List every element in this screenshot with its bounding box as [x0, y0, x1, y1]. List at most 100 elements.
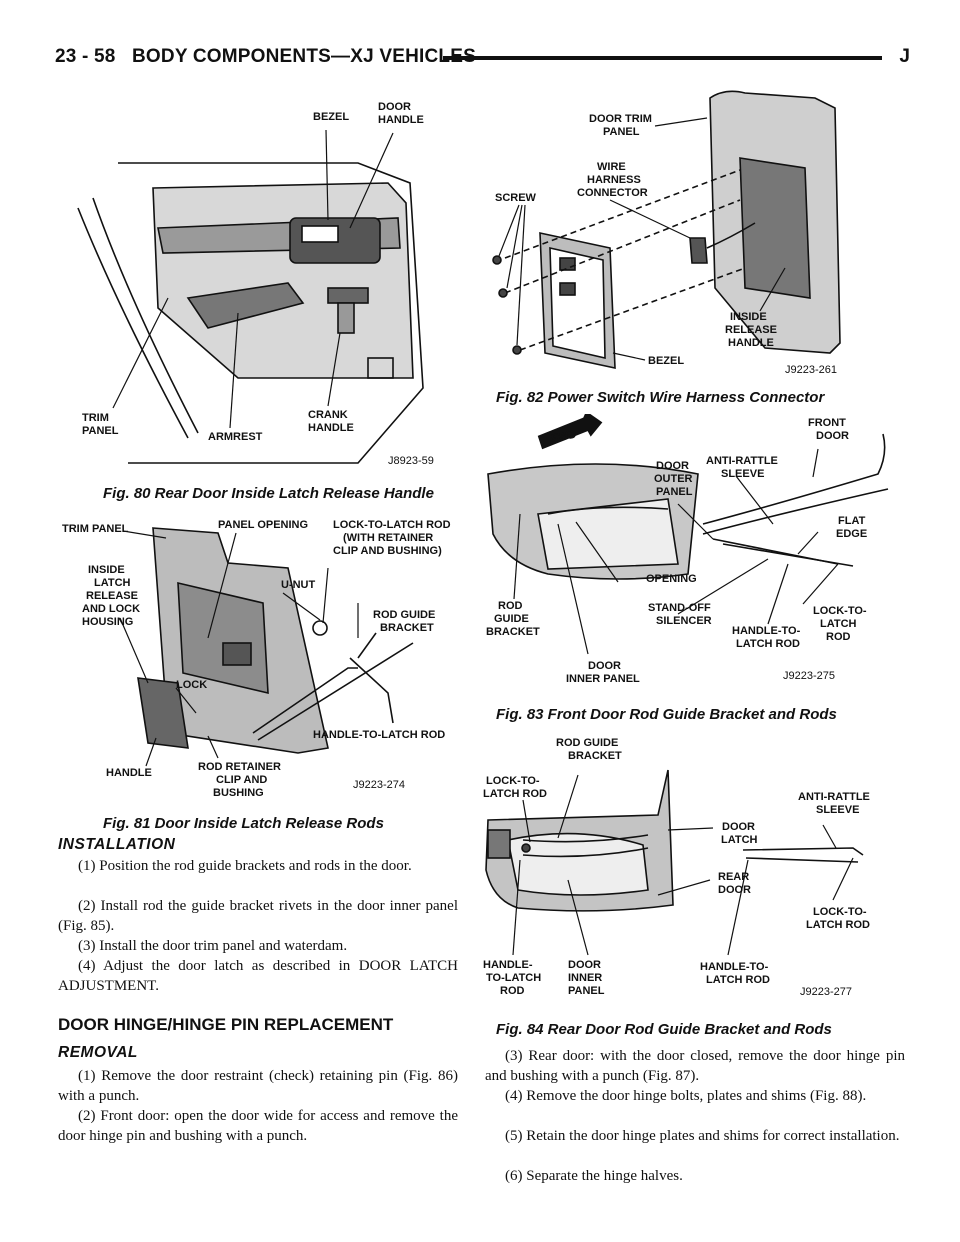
- fig80-label-armrest: ARMREST: [208, 431, 263, 443]
- fig81-label-inside-3: RELEASE: [86, 590, 138, 602]
- removal-step-6: (6) Separate the hinge halves.: [505, 1168, 683, 1184]
- removal-step-1: (1) Remove the door restraint (check) re…: [58, 1068, 458, 1104]
- fig83-label-dip-2: INNER PANEL: [566, 673, 640, 685]
- fig83-label-dop-1: DOOR: [656, 460, 689, 472]
- removal-step-5: (5) Retain the door hinge plates and shi…: [505, 1128, 900, 1144]
- fig84-label-rd-1: REAR: [718, 871, 749, 883]
- fig84-code: J9223-277: [800, 986, 852, 998]
- fig81-label-panel-opening: PANEL OPENING: [218, 519, 308, 531]
- figure-80-illustration: BEZEL DOOR HANDLE TRIM PANEL ARMREST CRA…: [77, 101, 434, 467]
- fig80-label-trim-1: TRIM: [82, 412, 109, 424]
- fig80-caption: Fig. 80 Rear Door Inside Latch Release H…: [103, 485, 434, 502]
- fig83-label-flat-2: EDGE: [836, 528, 867, 540]
- fig84-label-rgb-2: BRACKET: [568, 750, 622, 762]
- fig83-label-rgb-3: BRACKET: [486, 626, 540, 638]
- fig81-label-rgb-1: ROD GUIDE: [373, 609, 435, 621]
- fig84-label-dl-2: LATCH: [721, 834, 758, 846]
- fig84-label-ltl2-2: LATCH ROD: [806, 919, 870, 931]
- fig83-label-flat-1: FLAT: [838, 515, 866, 527]
- fig81-caption: Fig. 81 Door Inside Latch Release Rods: [103, 815, 384, 832]
- fig81-label-ltl-1: LOCK-TO-LATCH ROD: [333, 519, 451, 531]
- fig83-label-dip-1: DOOR: [588, 660, 621, 672]
- fig81-label-unut: U-NUT: [281, 579, 315, 591]
- fig83-label-ars-1: ANTI-RATTLE: [706, 455, 778, 467]
- removal-heading: REMOVAL: [58, 1044, 138, 1061]
- figure-83: FWD FRONT DOOR DOOR OUTER PANEL ANTI-RAT…: [478, 414, 908, 699]
- fig81-label-inside-2: LATCH: [94, 577, 131, 589]
- fig80-label-crank-2: HANDLE: [308, 422, 354, 434]
- fig82-label-dtp-1: DOOR TRIM: [589, 113, 652, 125]
- fig83-label-so-2: SILENCER: [656, 615, 712, 627]
- fig81-label-ltl-3: CLIP AND BUSHING): [333, 545, 442, 557]
- fig84-label-dl-1: DOOR: [722, 821, 755, 833]
- fig83-label-dop-3: PANEL: [656, 486, 693, 498]
- figure-83-illustration: FWD FRONT DOOR DOOR OUTER PANEL ANTI-RAT…: [486, 414, 889, 685]
- figure-81: TRIM PANEL PANEL OPENING LOCK-TO-LATCH R…: [58, 508, 460, 808]
- fig84-label-ars-2: SLEEVE: [816, 804, 859, 816]
- fig83-label-rgb-1: ROD: [498, 600, 523, 612]
- fig81-label-trim-panel: TRIM PANEL: [62, 523, 129, 535]
- removal-step-2: (2) Front door: open the door wide for a…: [58, 1108, 458, 1144]
- install-step-1: (1) Position the rod guide brackets and …: [78, 858, 412, 874]
- section-title: BODY COMPONENTS—XJ VEHICLES: [132, 46, 476, 67]
- fig80-label-bezel: BEZEL: [313, 111, 349, 123]
- fig82-label-wire-1: WIRE: [597, 161, 626, 173]
- installation-heading: INSTALLATION: [58, 836, 176, 853]
- figure-82: DOOR TRIM PANEL WIRE HARNESS CONNECTOR S…: [485, 88, 905, 383]
- fig83-label-ltl-1: LOCK-TO-: [813, 605, 867, 617]
- fig82-caption: Fig. 82 Power Switch Wire Harness Connec…: [496, 389, 825, 406]
- fig84-label-dip-3: PANEL: [568, 985, 605, 997]
- figure-84: ROD GUIDE BRACKET LOCK-TO- LATCH ROD DOO…: [478, 730, 908, 1015]
- fig82-label-wire-3: CONNECTOR: [577, 187, 648, 199]
- fig84-label-rd-2: DOOR: [718, 884, 751, 896]
- fig81-label-inside-5: HOUSING: [82, 616, 133, 628]
- figure-84-illustration: ROD GUIDE BRACKET LOCK-TO- LATCH ROD DOO…: [483, 737, 870, 998]
- fig81-label-handle: HANDLE: [106, 767, 152, 779]
- fig81-label-rgb-2: BRACKET: [380, 622, 434, 634]
- fig84-label-ltl2-1: LOCK-TO-: [813, 906, 867, 918]
- fig80-code: J8923-59: [388, 455, 434, 467]
- fig82-label-irh-2: RELEASE: [725, 324, 777, 336]
- fig83-label-fwd: FWD: [550, 429, 577, 445]
- fig82-label-irh-1: INSIDE: [730, 311, 767, 323]
- fig83-label-ars-2: SLEEVE: [721, 468, 764, 480]
- corner-letter: J: [899, 46, 910, 67]
- figure-82-illustration: DOOR TRIM PANEL WIRE HARNESS CONNECTOR S…: [492, 90, 841, 376]
- fig84-label-ltl-2: LATCH ROD: [483, 788, 547, 800]
- fig83-label-rgb-2: GUIDE: [494, 613, 529, 625]
- fig83-label-so-1: STAND-OFF: [648, 602, 711, 614]
- install-step-4: (4) Adjust the door latch as described i…: [58, 958, 458, 994]
- fig81-label-inside-4: AND LOCK: [82, 603, 140, 615]
- fig83-label-dop-2: OUTER: [654, 473, 693, 485]
- fig82-code: J9223-261: [785, 364, 837, 376]
- fig81-label-htl: HANDLE-TO-LATCH ROD: [313, 729, 445, 741]
- fig81-label-rr-2: CLIP AND: [216, 774, 267, 786]
- fig83-label-ltl-2: LATCH: [820, 618, 857, 630]
- fig80-label-crank-1: CRANK: [308, 409, 348, 421]
- fig84-label-h-1: HANDLE-: [483, 959, 533, 971]
- fig81-code: J9223-274: [353, 779, 405, 791]
- fig83-code: J9223-275: [783, 670, 835, 682]
- fwd-arrow: [537, 414, 603, 450]
- fig82-label-screw: SCREW: [495, 192, 537, 204]
- fig84-label-ltl-1: LOCK-TO-: [486, 775, 540, 787]
- fig81-label-rr-1: ROD RETAINER: [198, 761, 281, 773]
- fig84-label-htl-2: LATCH ROD: [706, 974, 770, 986]
- fig83-label-htl-1: HANDLE-TO-: [732, 625, 801, 637]
- fig83-label-fd-1: FRONT: [808, 417, 846, 429]
- fig82-label-wire-2: HARNESS: [587, 174, 641, 186]
- fig81-label-inside-1: INSIDE: [88, 564, 125, 576]
- fig80-label-door-handle-2: HANDLE: [378, 114, 424, 126]
- install-step-2: (2) Install rod the guide bracket rivets…: [58, 898, 458, 934]
- fig83-label-fd-2: DOOR: [816, 430, 849, 442]
- header-rule: [443, 56, 882, 60]
- fig80-label-trim-2: PANEL: [82, 425, 119, 437]
- fig83-label-htl-2: LATCH ROD: [736, 638, 800, 650]
- figure-81-illustration: TRIM PANEL PANEL OPENING LOCK-TO-LATCH R…: [62, 519, 451, 799]
- fig81-label-rr-3: BUSHING: [213, 787, 264, 799]
- install-step-3: (3) Install the door trim panel and wate…: [78, 938, 348, 954]
- fig80-label-door-handle-1: DOOR: [378, 101, 411, 113]
- fig84-label-dip-1: DOOR: [568, 959, 601, 971]
- page-header: 23 - 58 BODY COMPONENTS—XJ VEHICLES J: [55, 46, 910, 76]
- fig83-label-ltl-3: ROD: [826, 631, 851, 643]
